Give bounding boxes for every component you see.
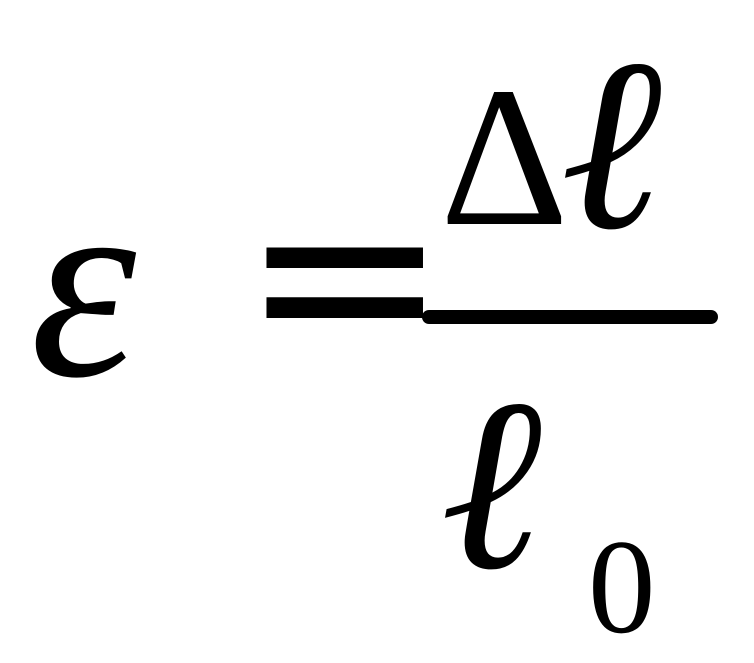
- denominator-length: ℓ: [440, 340, 543, 625]
- equals-sign: =: [240, 129, 450, 420]
- strain-symbol: ε: [30, 135, 137, 434]
- fraction-bar: [422, 310, 718, 324]
- denominator-subscript: 0: [588, 513, 656, 662]
- numerator-delta: Δ: [440, 47, 569, 268]
- numerator-length: ℓ: [560, 0, 663, 285]
